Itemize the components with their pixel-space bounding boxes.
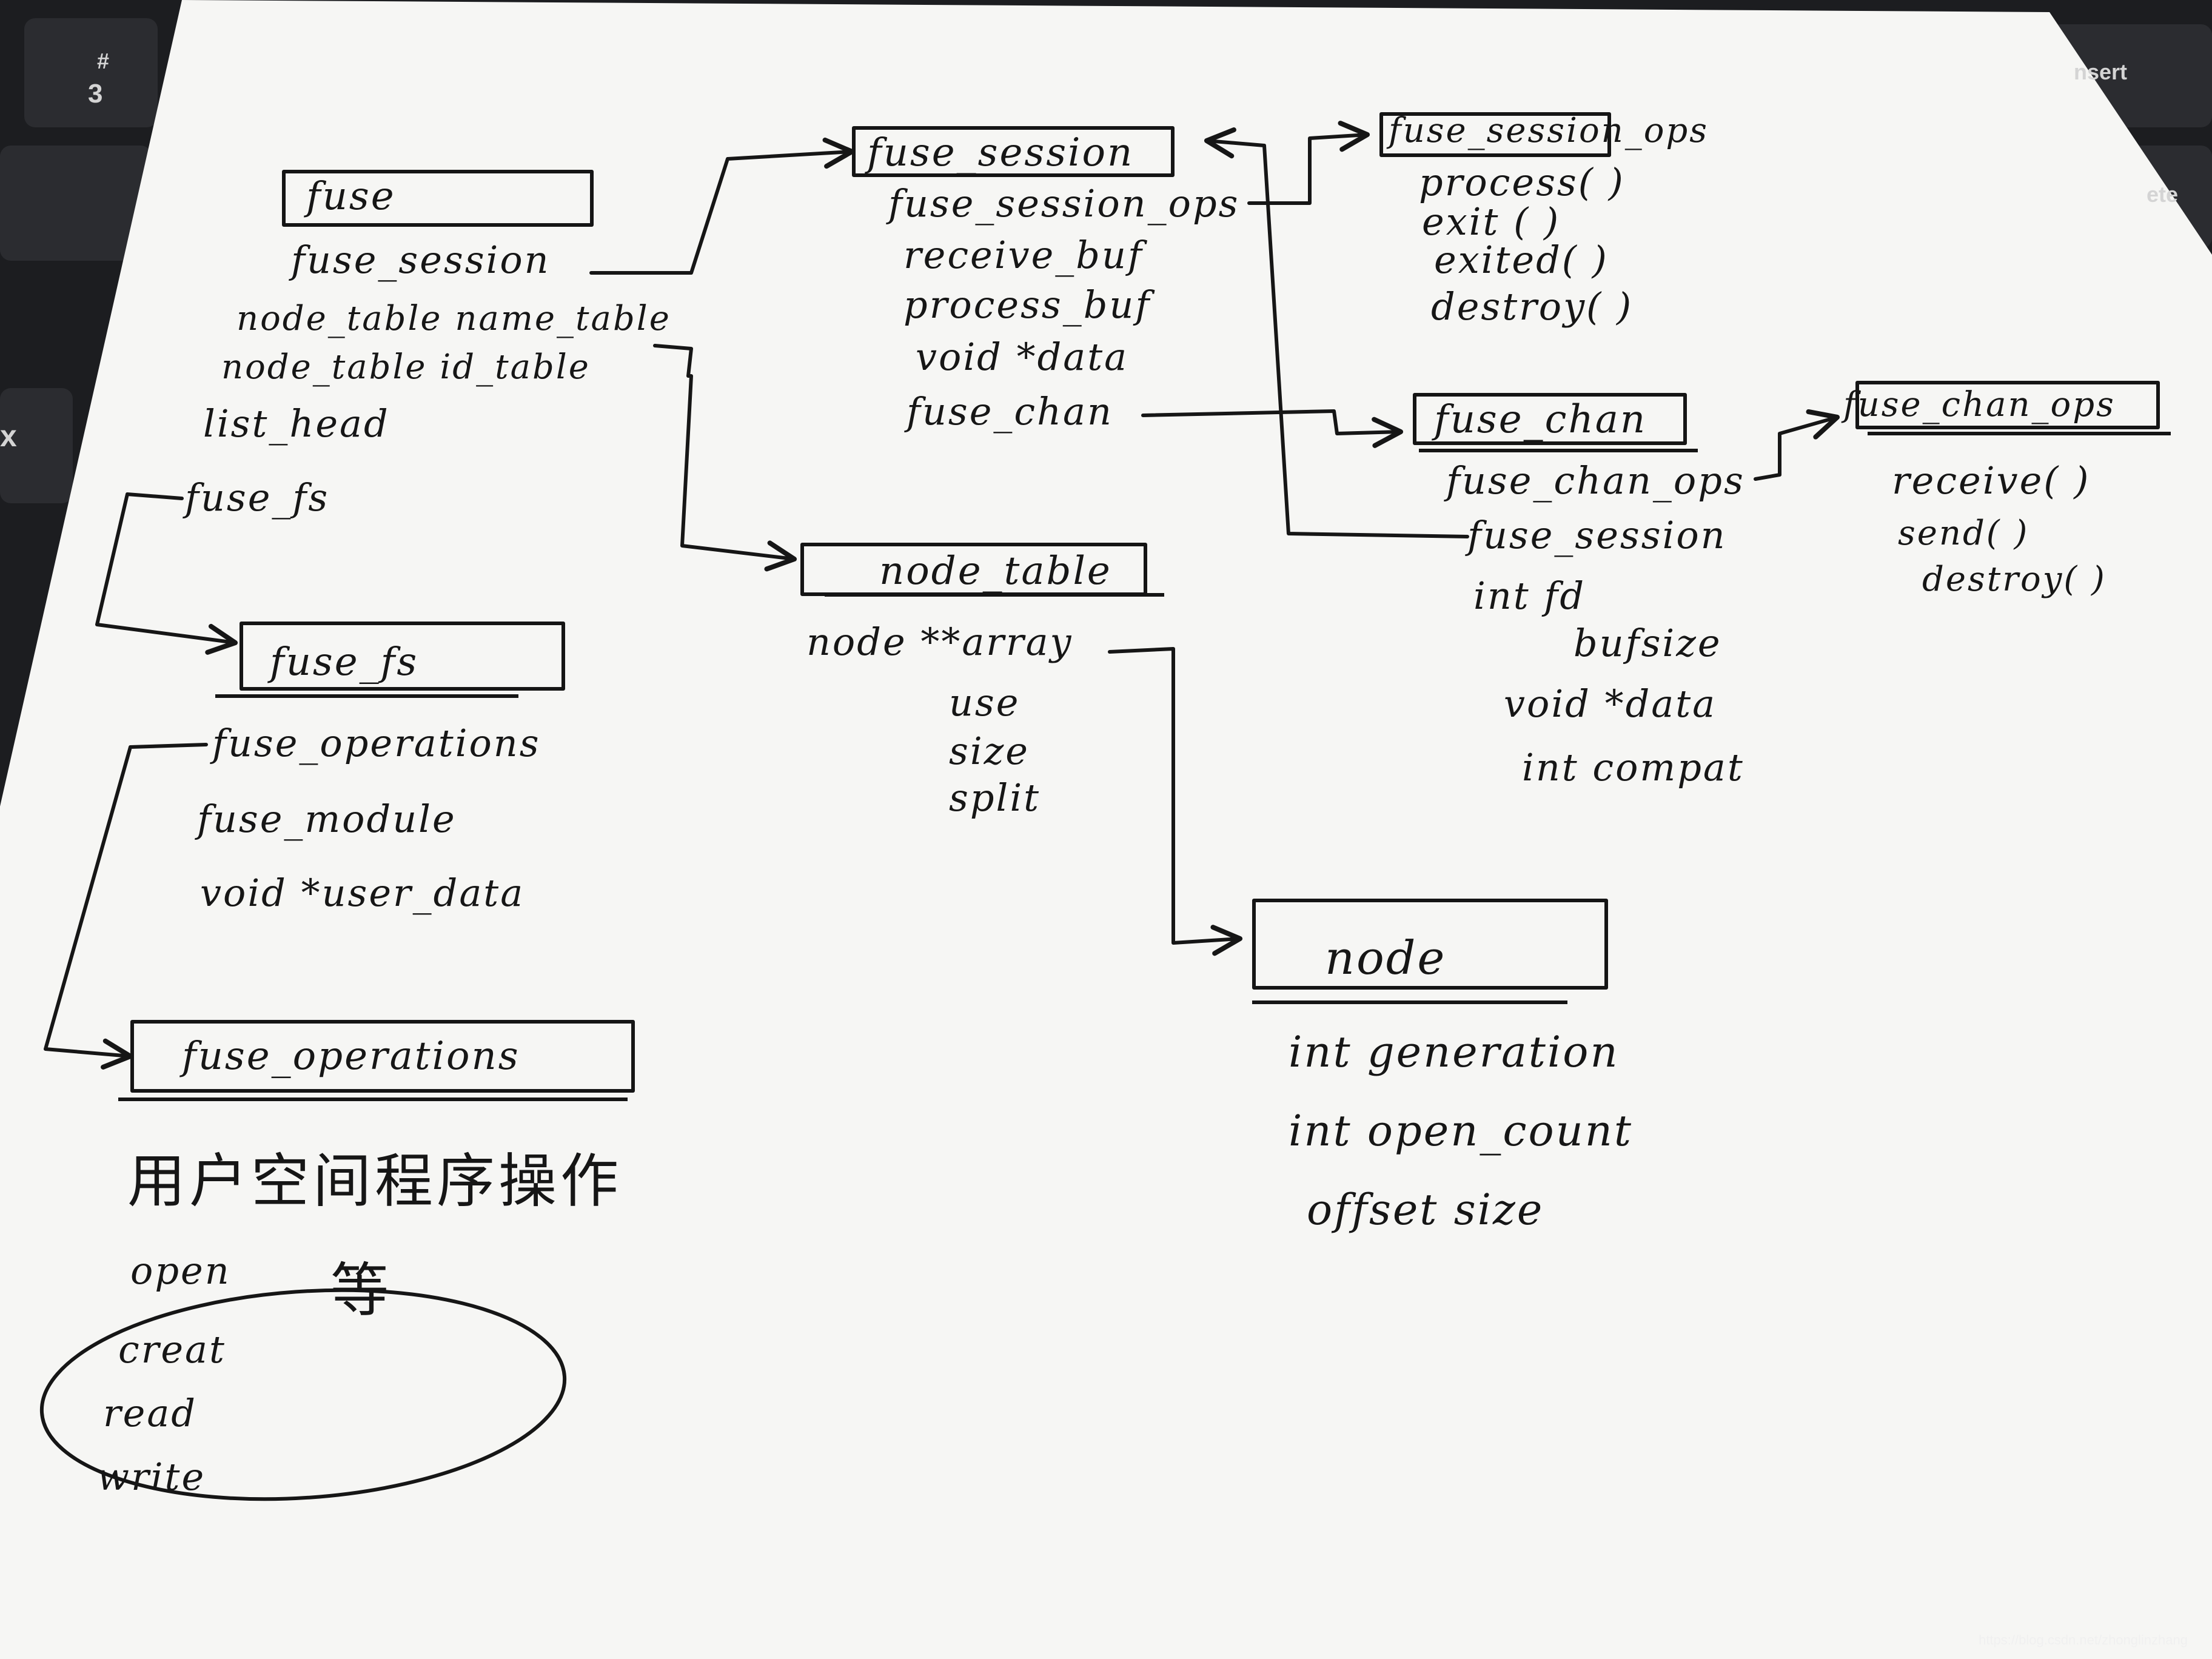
user-space-ops-heading: 用户空间程序操作 xyxy=(127,1147,622,1215)
fuse-fs-title: fuse_fs xyxy=(270,640,419,685)
fuse-field: list_head xyxy=(203,401,390,446)
fuse-title: fuse xyxy=(306,174,396,219)
fuse-session-field: fuse_session_ops xyxy=(888,181,1240,226)
fuse-chan-ops-field: send( ) xyxy=(1898,514,2029,553)
op-item: creat xyxy=(118,1327,226,1372)
fuse-fs-underline xyxy=(215,694,518,698)
fuse-chan-box xyxy=(1413,393,1687,445)
keycap-label: x xyxy=(0,419,17,453)
op-item: open xyxy=(130,1248,231,1293)
fuse-chan-ops-field: destroy( ) xyxy=(1922,560,2106,599)
keycap-left xyxy=(0,146,152,261)
node-table-field: size xyxy=(949,729,1030,773)
op-item: write xyxy=(97,1455,206,1499)
fuse-chan-ops-box xyxy=(1855,381,2160,429)
node-table-title: node_table xyxy=(879,549,1112,594)
node-table-field: node **array xyxy=(806,620,1073,664)
fuse-chan-field: fuse_chan_ops xyxy=(1446,458,1745,503)
fuse-operations-underline xyxy=(118,1098,628,1101)
fuse-session-ops-box xyxy=(1379,112,1611,157)
fuse-chan-field: fuse_session xyxy=(1467,513,1727,557)
fuse-chan-field: int compat xyxy=(1522,745,1744,789)
watermark: https://blog.csdn.net/zhonglinzhang xyxy=(1979,1632,2188,1647)
node-table-field: split xyxy=(949,776,1041,820)
keycap-label: nsert xyxy=(2074,59,2128,84)
fuse-session-ops-field: exit ( ) xyxy=(1422,199,1561,244)
fuse-chan-title: fuse_chan xyxy=(1434,397,1647,442)
fuse-session-box xyxy=(852,126,1175,177)
fuse-fs-field: fuse_operations xyxy=(212,721,541,765)
fuse-fs-field: fuse_module xyxy=(197,797,457,841)
node-box xyxy=(1252,899,1608,990)
keycap-label: ete xyxy=(2147,182,2179,207)
etc-mark: 等 xyxy=(330,1256,392,1324)
fuse-session-ops-title: fuse_session_ops xyxy=(1389,111,1709,150)
fuse-box xyxy=(282,170,594,227)
fuse-session-field: fuse_chan xyxy=(907,389,1113,434)
keycap-label: # xyxy=(97,49,110,73)
fuse-chan-ops-title: fuse_chan_ops xyxy=(1843,385,2116,424)
node-table-underline xyxy=(825,593,1164,597)
fuse-session-field: process_buf xyxy=(903,283,1151,327)
keycap-x xyxy=(0,388,73,503)
fuse-chan-field: bufsize xyxy=(1574,621,1722,665)
node-title: node xyxy=(1325,931,1447,985)
fuse-chan-ops-field: receive( ) xyxy=(1892,458,2091,503)
fuse-field: node_table id_table xyxy=(221,347,591,387)
node-underline xyxy=(1252,1000,1567,1004)
fuse-chan-underline xyxy=(1419,449,1698,452)
fuse-session-ops-field: process( ) xyxy=(1419,160,1625,204)
fuse-operations-box xyxy=(130,1020,635,1093)
fuse-field: node_table name_table xyxy=(236,299,671,338)
fuse-fs-box xyxy=(240,622,565,691)
fuse-field: fuse_fs xyxy=(185,475,330,520)
fuse-chan-field: void *data xyxy=(1504,682,1717,726)
fuse-session-ops-field: destroy( ) xyxy=(1431,284,1634,329)
fuse-session-ops-field: exited( ) xyxy=(1434,238,1609,282)
fuse-operations-title: fuse_operations xyxy=(182,1034,520,1079)
fuse-session-field: receive_buf xyxy=(903,233,1144,277)
fuse-field: fuse_session xyxy=(291,238,551,282)
fuse-session-title: fuse_session xyxy=(867,130,1134,175)
op-item: read xyxy=(103,1391,197,1435)
node-field: int generation xyxy=(1289,1027,1620,1077)
fuse-session-field: void *data xyxy=(916,335,1129,379)
fuse-chan-ops-underline xyxy=(1868,432,2171,435)
node-table-field: use xyxy=(949,680,1021,725)
fuse-chan-field: int fd xyxy=(1473,574,1586,618)
keycap-label: 3 xyxy=(88,79,103,109)
fuse-fs-field: void *user_data xyxy=(200,871,525,915)
keycap-3 xyxy=(24,18,158,127)
node-field: int open_count xyxy=(1289,1106,1633,1156)
node-field: offset size xyxy=(1307,1185,1544,1235)
